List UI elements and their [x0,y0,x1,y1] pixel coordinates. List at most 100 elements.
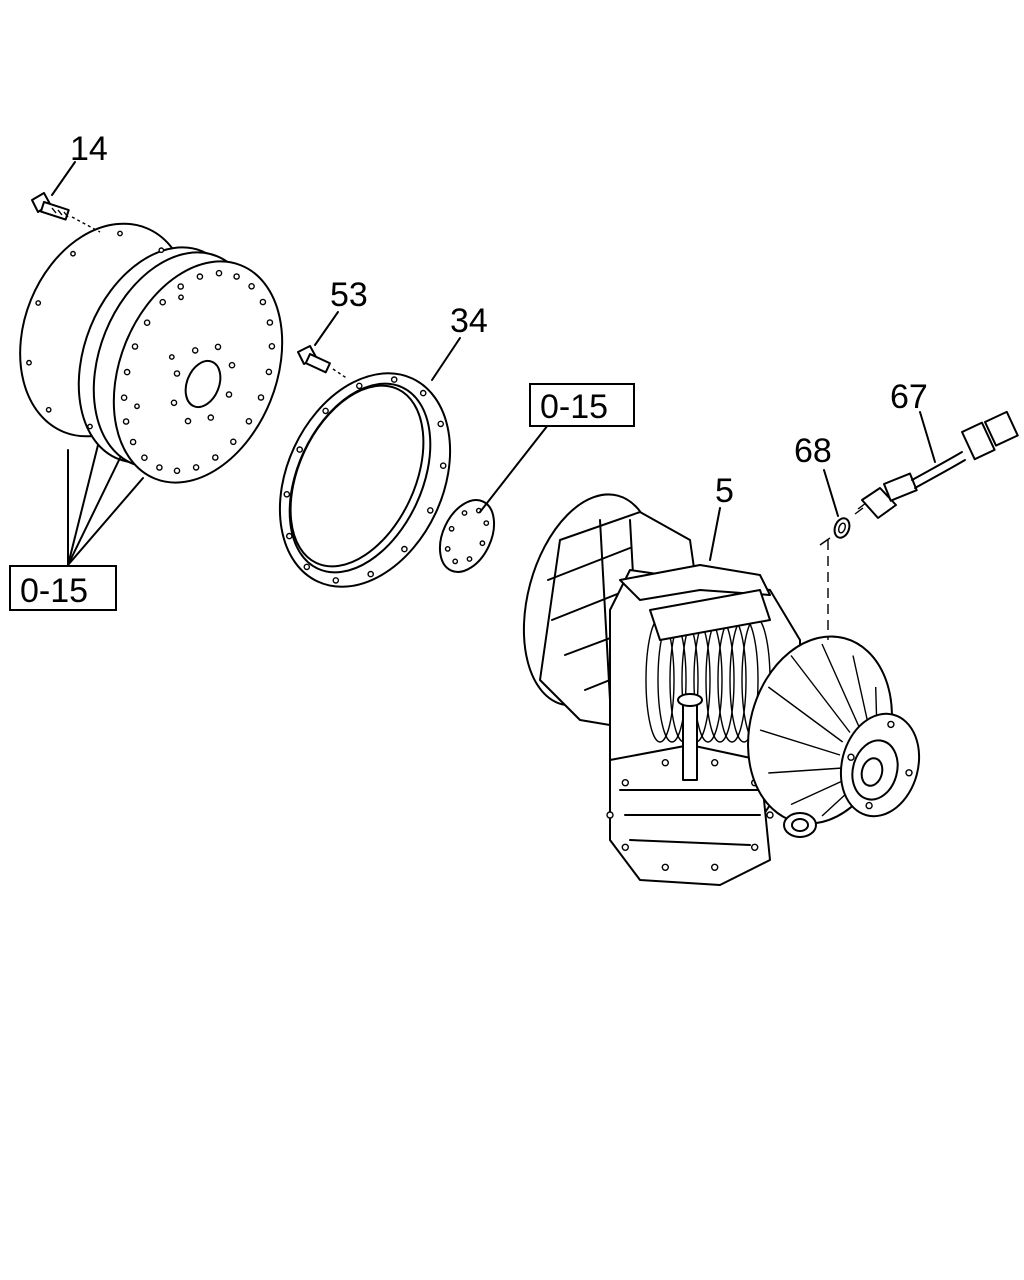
plate-bolt-hole [158,247,165,254]
gasket-bolt-hole [448,525,455,532]
hub-bolt-hole [207,414,215,421]
flexplate-bolt-hole [123,368,131,376]
hub-bolt-hole [225,391,233,398]
bolt-53 [297,311,349,380]
plate-bolt-hole [134,403,140,410]
ring-bolt-hole [367,570,375,578]
adapter-ring-34 [278,337,461,588]
rear-cover-rib [790,655,851,733]
flexplate-bolt-hole [245,417,253,425]
gasket-bolt-hole [483,520,490,526]
flexplate-bolt-hole [248,282,255,290]
flexplate-bolt-hole [131,343,139,350]
flange-bolt-hole [865,801,873,810]
callout-67: 67 [890,378,928,416]
flexplate-bolt-hole [268,342,276,350]
gasket-bolt-hole [444,546,451,552]
gasket-bolt-hole [466,556,473,562]
ring-bolt-hole [355,382,363,390]
pan-bolt [751,843,759,851]
flexplate-bolt-hole [259,298,267,306]
ref-box-left: 0-15 [9,565,117,611]
pan-bolt [661,863,669,871]
gasket-bolt-hole [479,540,486,547]
rear-cover-rib [821,643,861,730]
callout-53: 53 [330,276,368,314]
flexplate-assembly [19,222,284,484]
plate-bolt-hole [178,294,184,301]
flexplate-bolt-hole [120,394,128,402]
flexplate-bolt-hole [173,467,181,475]
ref-box-middle: 0-15 [529,383,635,427]
pan-bolt [606,811,614,819]
flexplate-bolt-hole [257,394,265,401]
ring-bolt-hole [296,446,304,453]
callout-5: 5 [715,472,734,510]
bolt-14 [31,161,101,233]
rear-cover-rib [759,729,841,756]
hub-bolt-hole [214,343,222,351]
ring-bolt-hole [285,532,293,540]
flexplate-bolt-hole [215,269,223,277]
pan-bolt [766,811,774,819]
plate-bolt-hole [168,354,175,360]
pan-bolt [711,759,719,767]
gasket-disc [438,424,549,573]
ring-bolt-hole [303,563,311,571]
gasket-bolt-hole [452,558,459,565]
plate-bolt-hole [45,406,52,413]
ring-bolt-hole [426,507,434,514]
pan-bolt [621,779,629,787]
plate-bolt-hole [87,423,93,430]
rear-cover-rib [767,686,844,743]
flexplate-bolt-hole [129,438,137,446]
flexplate-bolt-hole [211,454,219,461]
ring-bolt-hole [322,407,329,415]
gasket-bolt-hole [461,510,468,516]
flange-bolt-hole [887,720,895,729]
pan-bolt [621,843,629,851]
ring-bolt-hole [390,376,398,383]
flexplate-bolt-hole [159,298,166,306]
ring-bolt-hole [283,490,291,498]
rear-cover-rib [790,776,851,806]
transmission-housing-5 [522,493,921,886]
hub-bolt-hole [191,347,199,354]
plate-bolt-hole [26,359,32,366]
plate-bolt-hole [117,230,123,237]
flexplate-bolt-hole [122,418,130,425]
pan-bolt [661,759,669,767]
pan-bolt [711,863,719,871]
plate-bolt-hole [70,250,76,257]
plate-bolt-hole [35,300,42,306]
washer-68 [823,469,851,539]
callout-68: 68 [794,432,832,470]
callout-34: 34 [450,302,488,340]
ring-bolt-hole [401,545,408,553]
speed-sensor-67 [854,410,1019,519]
flexplate-bolt-hole [229,438,237,446]
hub-bolt-hole [184,417,192,425]
ring-bolt-hole [332,577,340,584]
ring-bolt-hole [439,462,447,470]
hub-bolt-hole [170,399,178,407]
hub-bolt-hole [228,361,236,369]
flexplate-bolt-hole [141,454,148,462]
hub-bolt-hole [173,370,181,377]
flexplate-bolt-hole [266,319,274,326]
rear-cover-rib [768,767,843,774]
flexplate-bolt-hole [196,273,204,280]
flexplate-bolt-hole [192,464,200,471]
callout-14: 14 [70,130,108,168]
flexplate-bolt-hole [156,464,163,471]
flange-bolt-hole [847,753,855,761]
flexplate-bolt-hole [233,273,240,280]
flexplate-bolt-hole [177,283,184,290]
flexplate-bolt-hole [265,368,273,376]
ref-label-left: 0-15 [20,572,88,610]
ref-label-middle: 0-15 [540,388,608,426]
leaders-left-ref [67,444,144,566]
flange-bolt-hole [905,769,913,777]
ring-bolt-hole [419,389,427,397]
